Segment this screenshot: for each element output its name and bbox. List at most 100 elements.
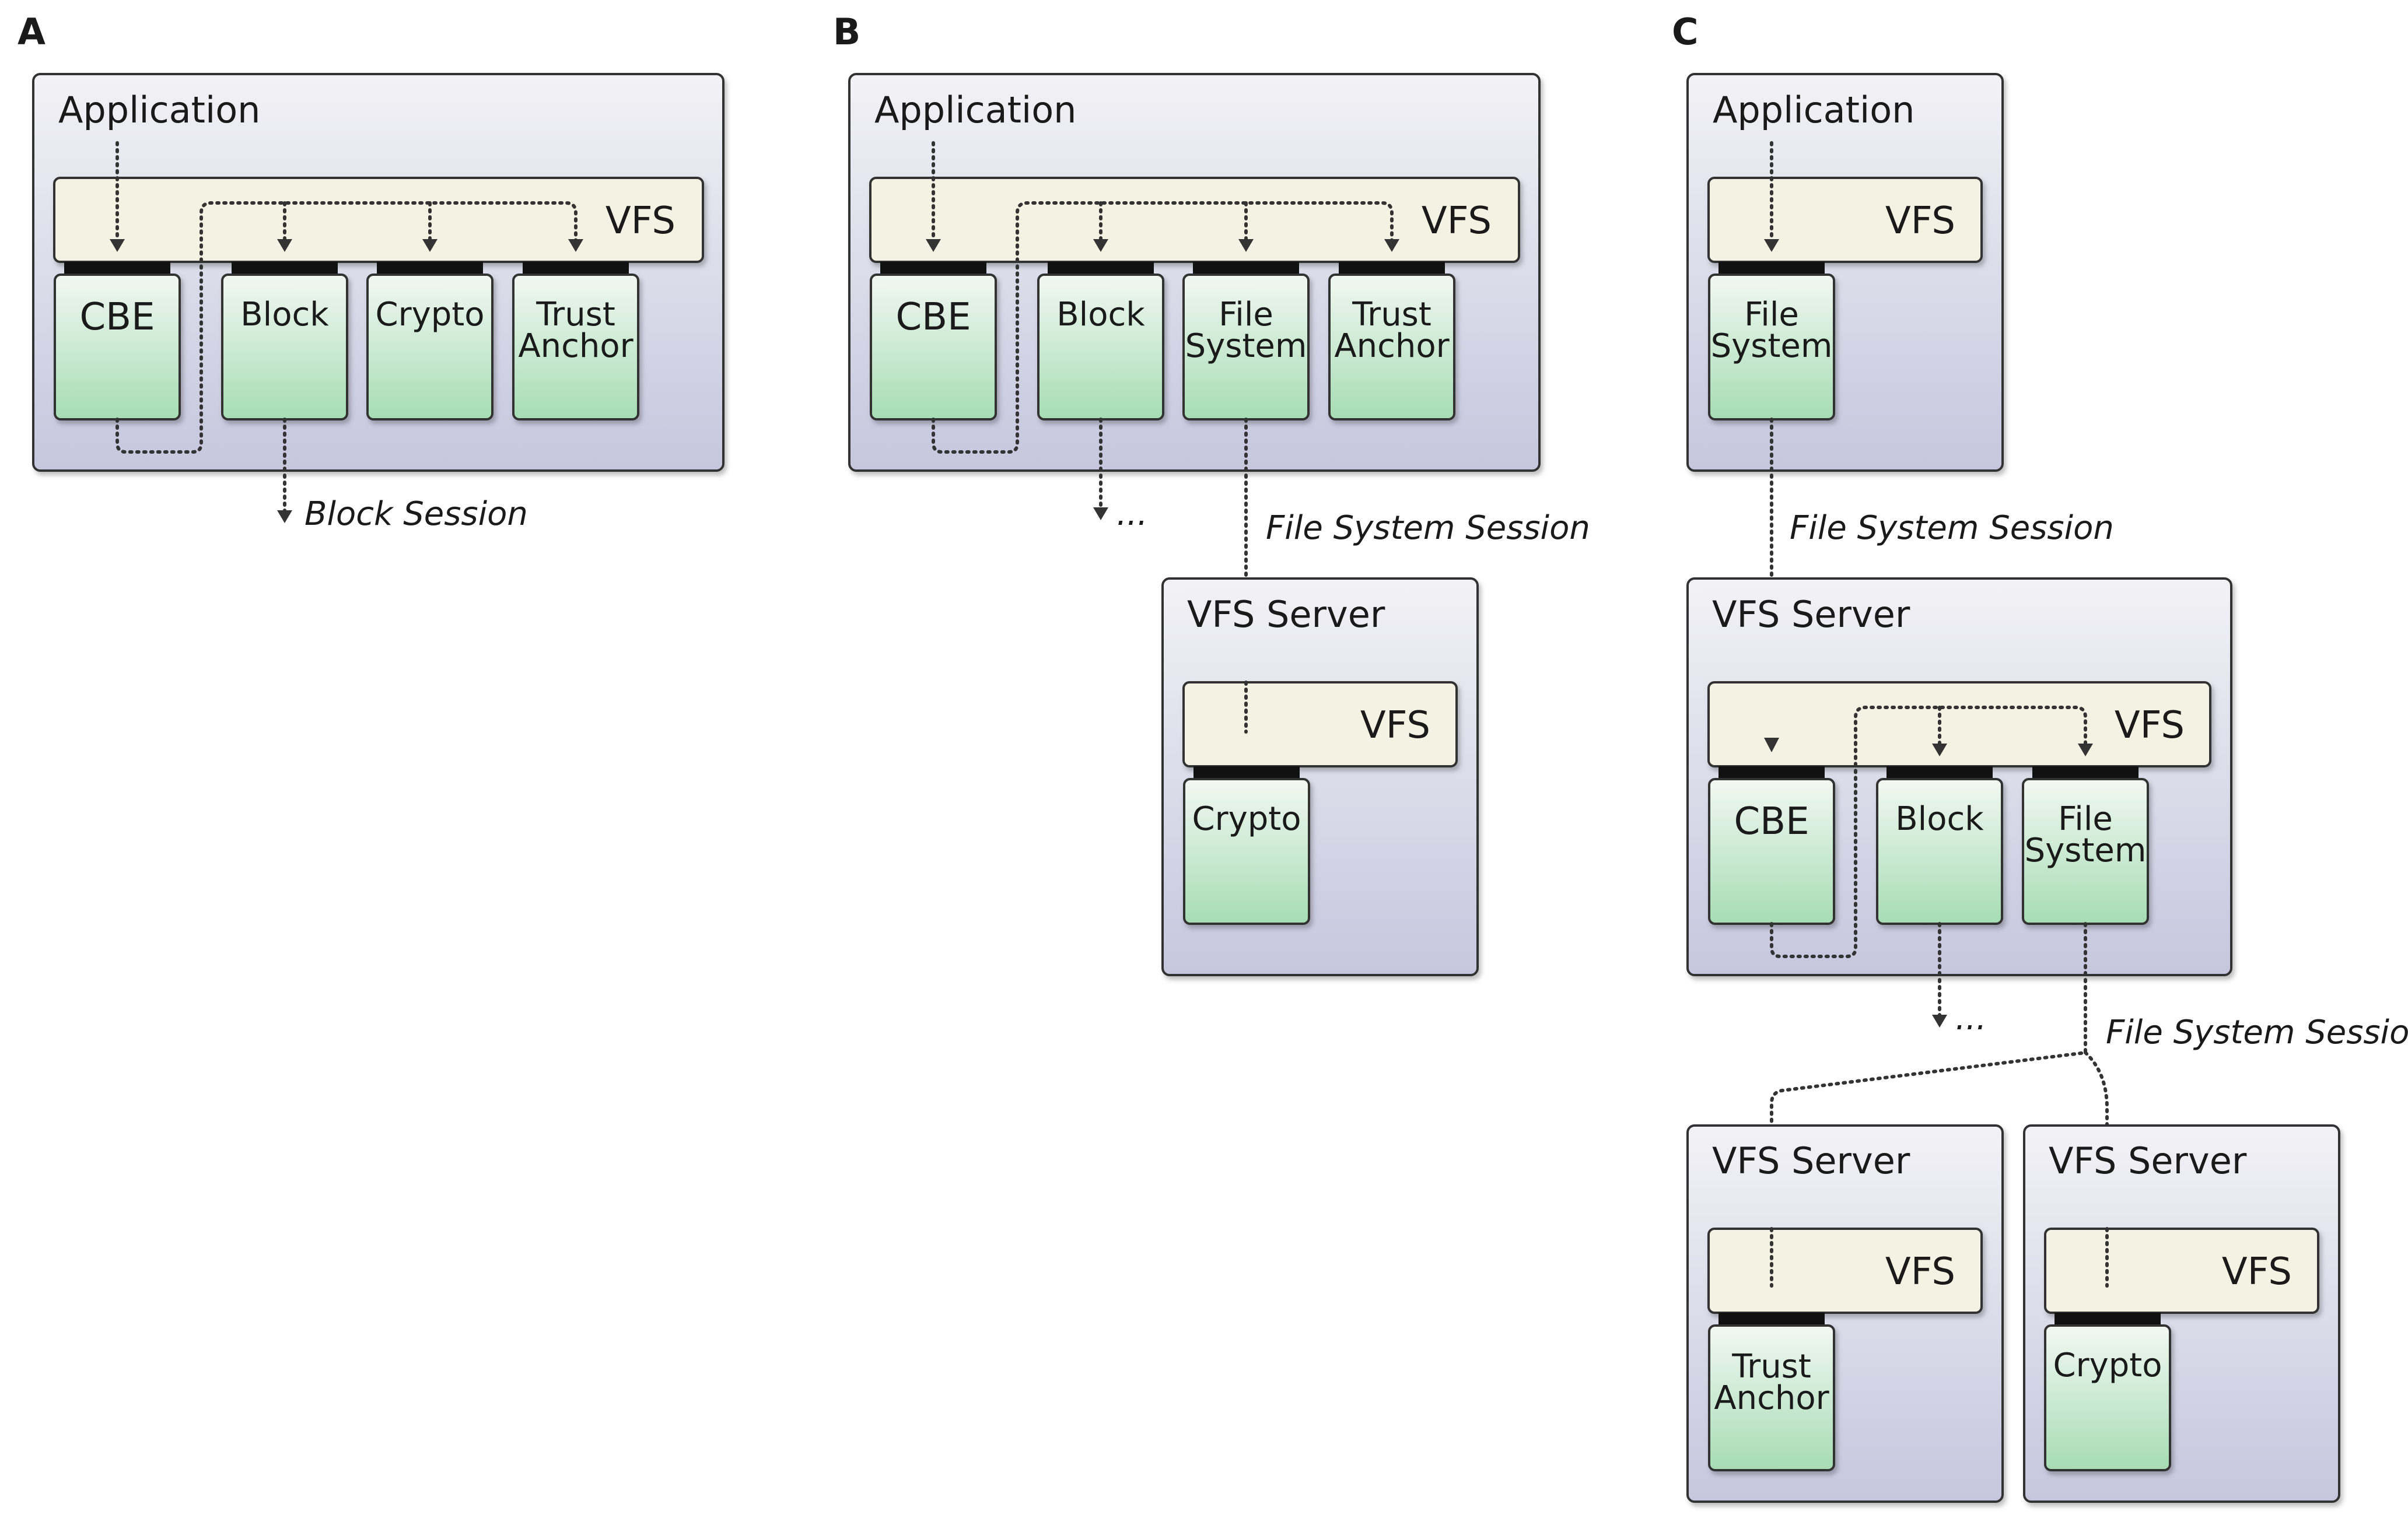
plugin-box — [1328, 274, 1455, 420]
plugin-file-system: File System — [1182, 262, 1310, 420]
plugin-box — [366, 274, 494, 420]
panel-a-label: A — [18, 10, 46, 53]
plugin-label: CBE — [79, 296, 155, 339]
vfs-bar — [2044, 1228, 2319, 1314]
ellipsis-label: ... — [1116, 495, 1147, 533]
plugin-cbe: CBE — [1708, 766, 1835, 925]
plugin-connector — [2032, 766, 2138, 779]
plugin-label-line2: System — [1711, 327, 1833, 365]
plugin-label: Block — [1056, 296, 1145, 334]
plugin-label-line1: Trust — [536, 296, 615, 334]
plugin-label: CBE — [895, 296, 971, 339]
plugin-block: Block — [221, 262, 348, 420]
plugin-crypto: Crypto — [2044, 1313, 2171, 1471]
plugin-connector — [1339, 262, 1445, 275]
plugin-connector — [64, 262, 170, 275]
application-title: Application — [874, 89, 1076, 131]
vfs-label: VFS — [1885, 1250, 1955, 1293]
vfs-label: VFS — [1360, 704, 1430, 747]
plugin-label-line2: Anchor — [518, 327, 634, 365]
vfs-label: VFS — [1885, 199, 1955, 243]
plugin-label: Block — [1895, 800, 1984, 838]
plugin-block: Block — [1037, 262, 1164, 420]
arrow-head — [568, 239, 583, 252]
plugin-block: Block — [1876, 766, 2003, 925]
arrow-head — [1238, 239, 1254, 252]
panel-c-vfs-server-crypto: VFS Server VFS Crypto — [2023, 1124, 2340, 1503]
arrow-head — [2078, 744, 2093, 756]
plugin-cbe: CBE — [54, 262, 181, 420]
plugin-file-system: File System — [2022, 766, 2149, 925]
vfs-label: VFS — [606, 199, 676, 243]
plugin-connector — [1718, 262, 1825, 275]
arrow-head — [277, 239, 292, 252]
plugin-connector — [1048, 262, 1154, 275]
plugin-trust-anchor: Trust Anchor — [1328, 262, 1455, 420]
panel-b-label: B — [833, 10, 860, 53]
plugin-label: Crypto — [375, 296, 484, 334]
file-system-session-line-right — [2084, 1051, 2109, 1288]
panel-c: C Application VFS File System File Syste… — [1672, 10, 2408, 1503]
plugin-trust-anchor: Trust Anchor — [1708, 1313, 1835, 1471]
plugin-label: Crypto — [1192, 800, 1301, 838]
panel-c-label: C — [1672, 10, 1699, 53]
panel-c-vfs-server-trust-anchor: VFS Server VFS Trust Anchor — [1686, 1124, 2004, 1503]
plugin-label-line2: System — [2025, 832, 2147, 870]
plugin-label-line1: File — [1744, 296, 1799, 334]
arrow-head — [926, 239, 941, 252]
panel-b-application-box: Application VFS CBE Block File System — [848, 73, 1541, 472]
vfs-bar — [1182, 681, 1458, 767]
plugin-label: Block — [240, 296, 329, 334]
plugin-label-line1: Trust — [1352, 296, 1432, 334]
plugin-label: Crypto — [2053, 1347, 2162, 1384]
vfs-label: VFS — [1422, 199, 1492, 243]
vfs-server-title: VFS Server — [1187, 593, 1385, 636]
panel-a-application-box: Application VFS CBE Block Crypto — [32, 73, 724, 472]
arrow-head — [1093, 239, 1108, 252]
file-system-session-label-2: File System Session — [2106, 1014, 2408, 1051]
plugin-label-line1: Trust — [1731, 1348, 1811, 1386]
arrow-head — [1932, 744, 1947, 756]
plugin-label: CBE — [1734, 800, 1809, 843]
plugin-box — [1708, 1324, 1835, 1471]
path-cbe-loop — [116, 201, 578, 454]
plugin-label-line2: Anchor — [1714, 1379, 1829, 1417]
path-cbe-loop — [932, 201, 1394, 454]
vfs-server-title: VFS Server — [1712, 593, 1910, 636]
plugin-connector — [2054, 1313, 2161, 1326]
arrow-head — [1932, 1015, 1947, 1028]
arrow-head — [422, 239, 438, 252]
plugin-label-line2: Anchor — [1334, 327, 1450, 365]
path-cbe-loop — [1770, 706, 2087, 958]
panel-a: A Application VFS CBE Block Crypto — [18, 10, 724, 533]
plugin-crypto: Crypto — [366, 262, 494, 420]
panel-b: B Application VFS CBE Block File System — [833, 10, 1590, 976]
panel-c-application-box: Application VFS File System — [1686, 73, 2004, 472]
plugin-label-line2: System — [1185, 327, 1307, 365]
plugin-trust-anchor: Trust Anchor — [512, 262, 639, 420]
panel-b-vfs-server-box: VFS Server VFS Crypto — [1161, 577, 1479, 976]
plugin-file-system: File System — [1708, 262, 1835, 420]
file-system-session-label: File System Session — [1266, 509, 1590, 547]
vfs-label: VFS — [2115, 704, 2185, 747]
application-title: Application — [58, 89, 260, 131]
arrow-head — [277, 510, 292, 523]
plugin-connector — [1193, 262, 1299, 275]
plugin-connector — [523, 262, 629, 275]
plugin-connector — [1718, 766, 1825, 779]
plugin-box — [1183, 778, 1310, 925]
vfs-bar — [1707, 1228, 1983, 1314]
plugin-box — [2044, 1324, 2171, 1471]
plugin-connector — [1718, 1313, 1825, 1326]
vfs-server-title: VFS Server — [2049, 1140, 2247, 1182]
block-session-label: Block Session — [304, 495, 528, 533]
file-system-session-label: File System Session — [1790, 509, 2114, 547]
plugin-box — [512, 274, 639, 420]
application-title: Application — [1713, 89, 1915, 131]
plugin-label-line1: File — [1219, 296, 1273, 334]
plugin-connector — [1887, 766, 1993, 779]
plugin-connector — [880, 262, 986, 275]
arrow-head — [1764, 239, 1779, 252]
plugin-label-line1: File — [2058, 800, 2113, 838]
